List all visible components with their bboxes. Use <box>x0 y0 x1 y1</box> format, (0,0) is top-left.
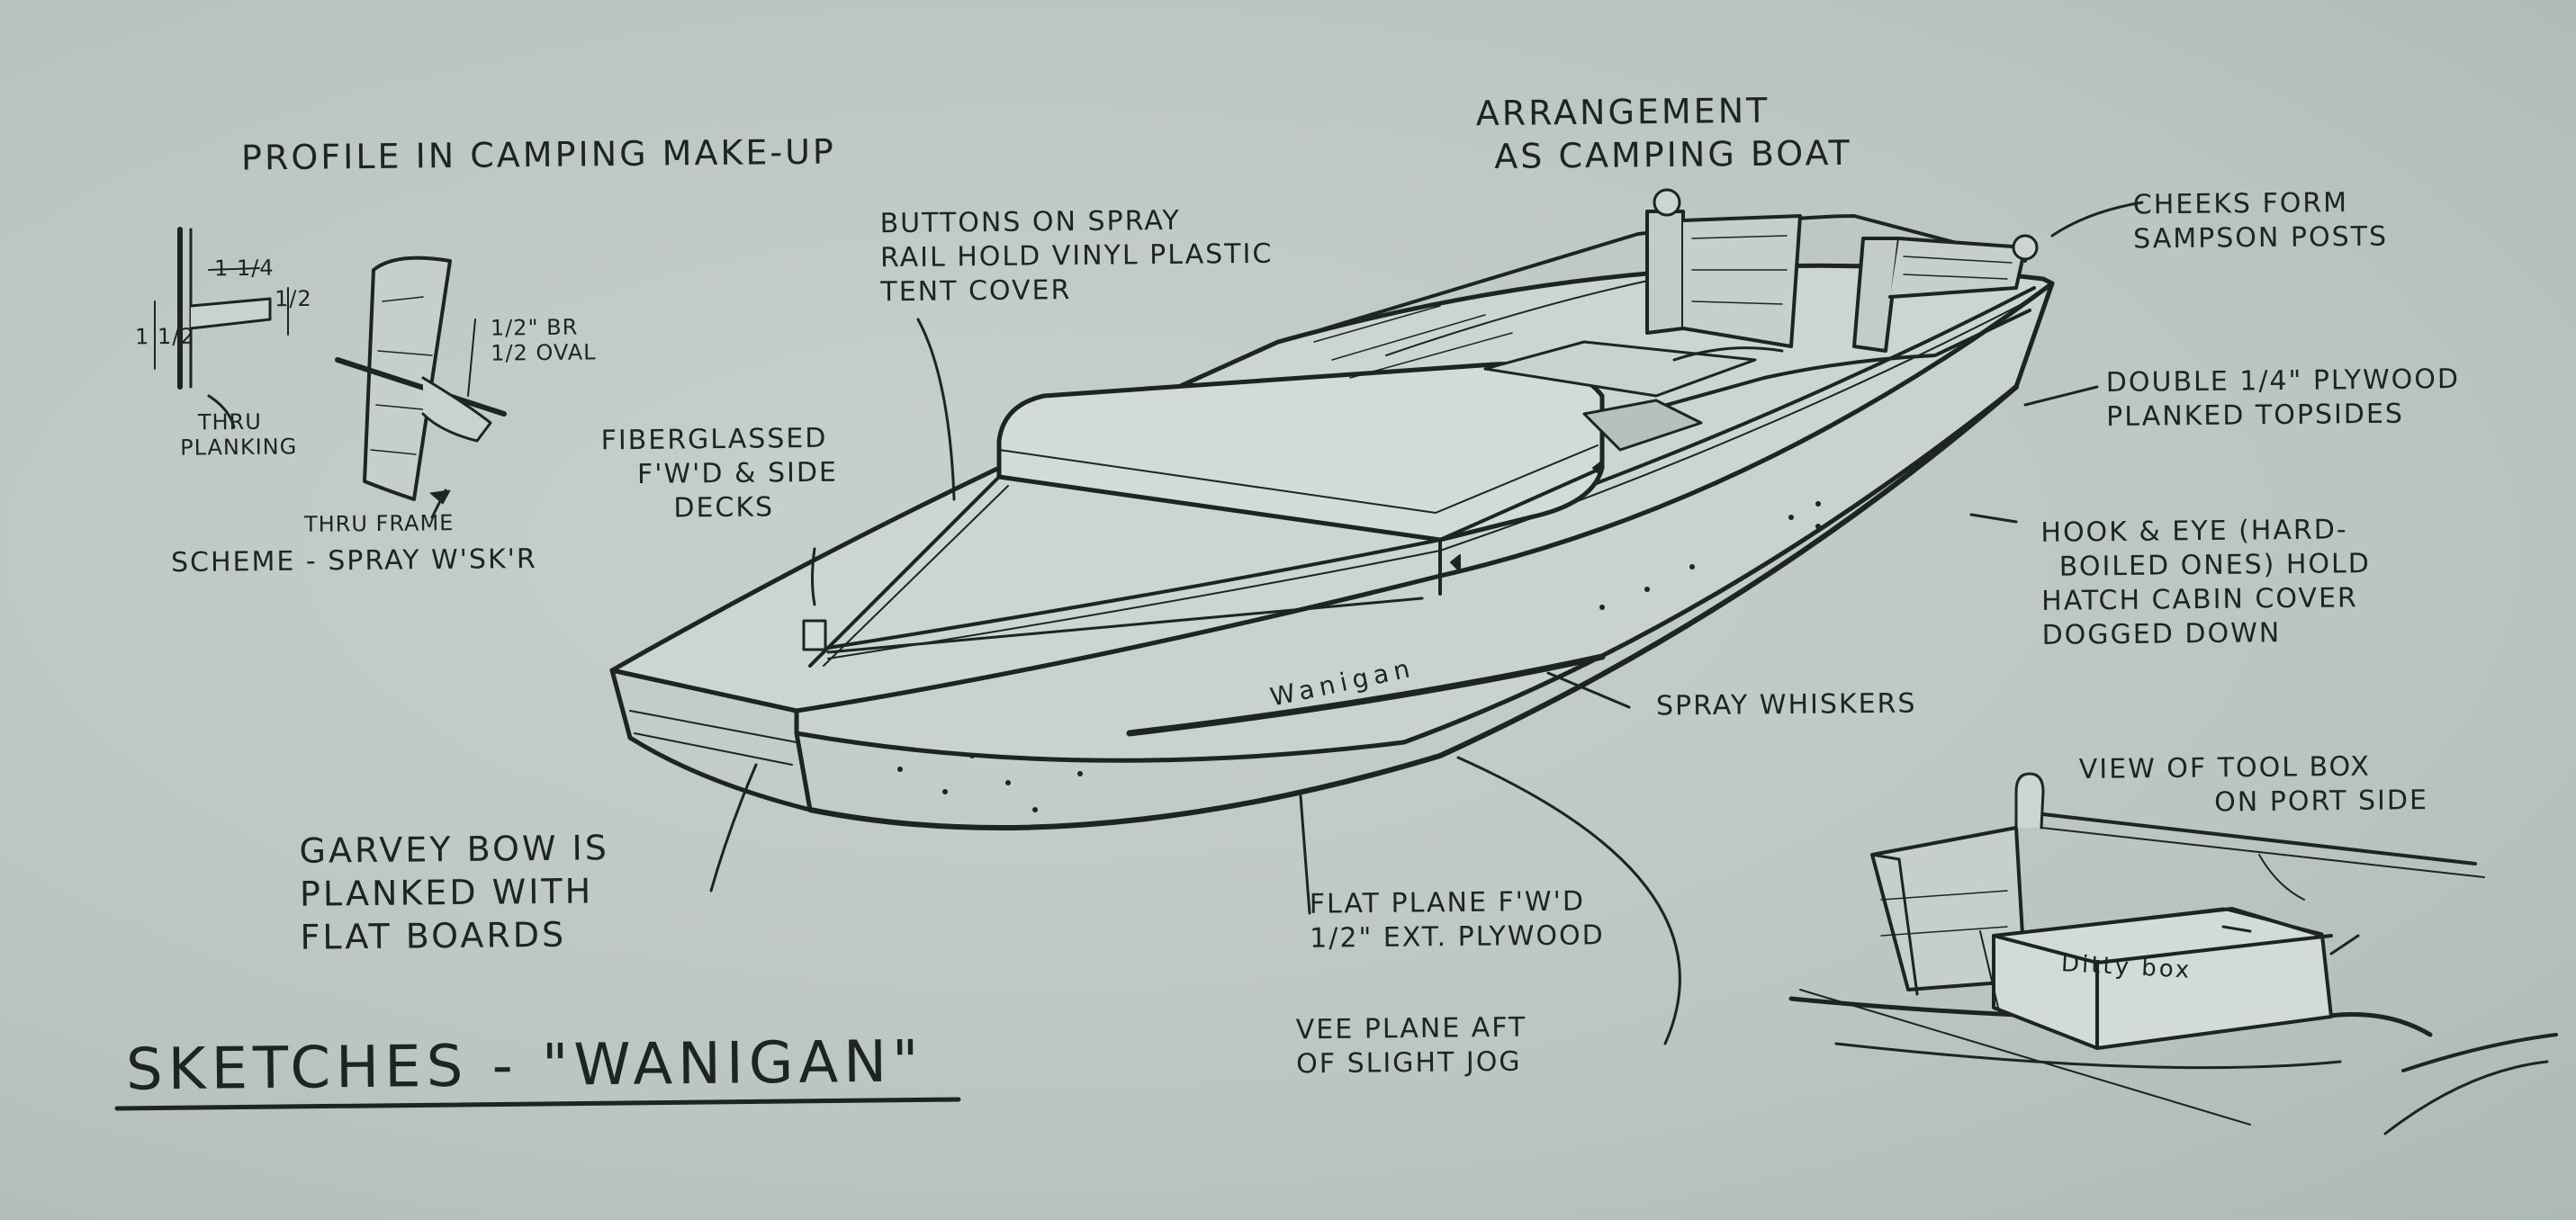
hook-eye-label: Hook & eye (hard- boiled ones) hold hatc… <box>2040 514 2372 651</box>
cockpit-coaming <box>1600 309 2031 425</box>
dimension-a: 1 1/4 <box>213 255 275 282</box>
arrangement-label: Arrangement as camping boat <box>1475 90 1852 176</box>
bolt-size-label: 1/2" BR 1/2 oval <box>490 314 597 366</box>
vee-plane-label: Vee plane aft of slight jog <box>1295 1011 1527 1081</box>
cheeks-sampson-label: Cheeks form Sampson posts <box>2132 186 2389 256</box>
dimension-b: 1/2 <box>274 285 312 312</box>
flat-plane-label: Flat plane F'W'D 1/2" ext. plywood <box>1309 885 1605 955</box>
tool-box-drawing <box>1788 772 2558 1135</box>
frame-section <box>363 256 452 501</box>
fiberglassed-decks-label: Fiberglassed F'W'D & side decks <box>600 422 839 525</box>
sampson-post-right <box>2012 234 2039 261</box>
title-underline <box>114 1097 961 1111</box>
spray-whisker-scheme <box>154 227 507 519</box>
spray-whiskers-label: Spray whiskers <box>1655 687 1917 722</box>
thru-planking-label: Thru planking <box>180 408 298 461</box>
leader-lines <box>709 201 2144 1045</box>
dimension-c: 1 1/2 <box>134 323 195 350</box>
thru-frame-label: Thru frame <box>303 510 455 537</box>
buttons-spray-rail-label: Buttons on spray rail hold vinyl plastic… <box>879 204 1274 309</box>
tool-box-view-label: View of tool box on port side <box>2078 750 2429 819</box>
fastener-dots <box>897 501 1821 812</box>
plywood-topsides-label: Double 1/4" plywood planked topsides <box>2105 363 2461 434</box>
sheet-title: Sketches - "Wanigan" <box>125 1028 924 1104</box>
main-boat-drawing <box>609 188 2055 830</box>
ditty-box <box>1992 907 2333 1050</box>
garvey-bow-label: Garvey bow is planked with flat boards <box>299 828 610 957</box>
deck-button <box>802 619 827 651</box>
scheme-spray-whisker-label: Scheme - spray w'sk'r <box>170 543 537 579</box>
sampson-post-left <box>1645 210 1685 335</box>
profile-camping-label: Profile in camping make-up <box>240 131 837 178</box>
spray-whisker <box>1126 653 1606 737</box>
